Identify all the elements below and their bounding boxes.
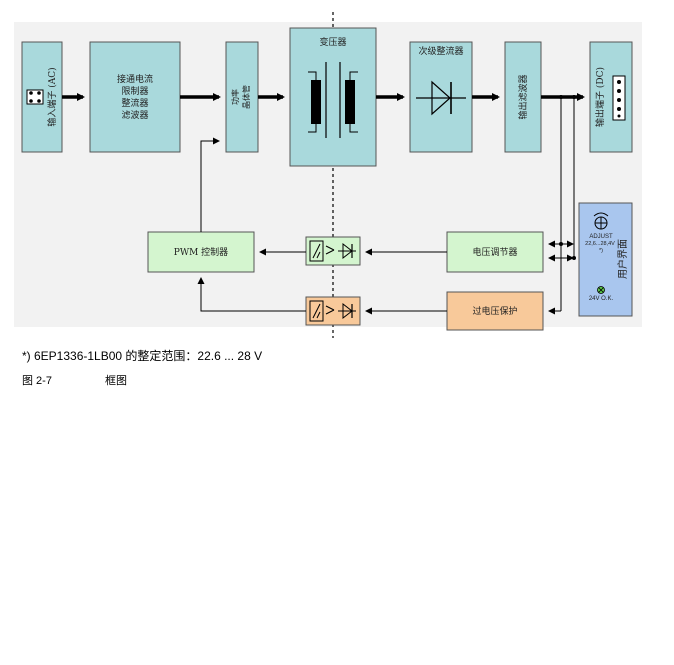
- junction-dots: [559, 95, 576, 260]
- output-filter-label: 输出滤波器: [517, 74, 529, 119]
- figure-number: 图 2-7: [22, 375, 52, 387]
- pwm-controller-block: PWM 控制器: [147, 231, 255, 273]
- user-interface-label: 用户界面: [616, 239, 629, 279]
- user-interface-panel: 用户界面 ADJUST 22,6...28,4V *) 24V O.K.: [578, 202, 633, 317]
- adjust-range: 22,6...28,4V: [585, 241, 615, 247]
- status-led-icon: [597, 286, 605, 294]
- transformer-label: 变压器: [319, 36, 346, 48]
- limiter-line-1: 接通电流: [117, 73, 153, 85]
- transformer-block: 变压器: [289, 27, 377, 167]
- input-terminal-label: 输入端子 (AC): [46, 67, 58, 126]
- transformer-icon: [308, 62, 358, 138]
- overvoltage-protection-block: 过电压保护: [446, 291, 544, 331]
- figure-caption: 图 2-7 框图: [22, 372, 127, 388]
- overvoltage-protection-label: 过电压保护: [472, 305, 517, 317]
- adjust-label: ADJUST: [589, 234, 613, 240]
- power-transistor-block: 功率 晶体管: [225, 41, 259, 153]
- optocoupler-protection: [305, 296, 361, 326]
- output-filter-block: 输出滤波器: [504, 41, 542, 153]
- power-transistor-line-1: 功率: [230, 89, 240, 105]
- limiter-line-4: 滤波器: [121, 109, 148, 121]
- voltage-regulator-label: 电压调节器: [472, 246, 517, 258]
- footnote: *) 6EP1336-1LB00 的整定范围：22.6 ... 28 V: [22, 349, 263, 363]
- adjust-note: *): [599, 248, 603, 254]
- block-diagram: 输入端子 (AC) 接通电流 限制器 整流器 滤波器 功率 晶体管 变压器: [14, 12, 642, 338]
- dc-terminal-icon: [612, 75, 626, 121]
- output-terminal-block: 输出端子 (DC): [589, 41, 633, 153]
- secondary-rectifier-block: 次级整流器: [409, 41, 473, 153]
- input-terminal-block: 输入端子 (AC): [21, 41, 63, 153]
- inrush-limiter-block: 接通电流 限制器 整流器 滤波器: [89, 41, 181, 153]
- status-label: 24V O.K.: [589, 296, 614, 302]
- diode-icon: [416, 80, 466, 116]
- adjust-potentiometer-icon[interactable]: [593, 212, 609, 230]
- ac-terminal-icon: [26, 89, 44, 105]
- output-terminal-label: 输出端子 (DC): [594, 67, 606, 127]
- pwm-controller-label: PWM 控制器: [174, 246, 228, 258]
- feedback-wiring: [197, 97, 575, 315]
- secondary-rectifier-label: 次级整流器: [418, 45, 463, 57]
- figure-title: 框图: [105, 374, 128, 387]
- power-transistor-line-2: 晶体管: [241, 85, 251, 109]
- voltage-regulator-block: 电压调节器: [446, 231, 544, 273]
- limiter-line-3: 整流器: [121, 97, 148, 109]
- optocoupler-regulator: [305, 236, 361, 266]
- limiter-line-2: 限制器: [121, 85, 148, 97]
